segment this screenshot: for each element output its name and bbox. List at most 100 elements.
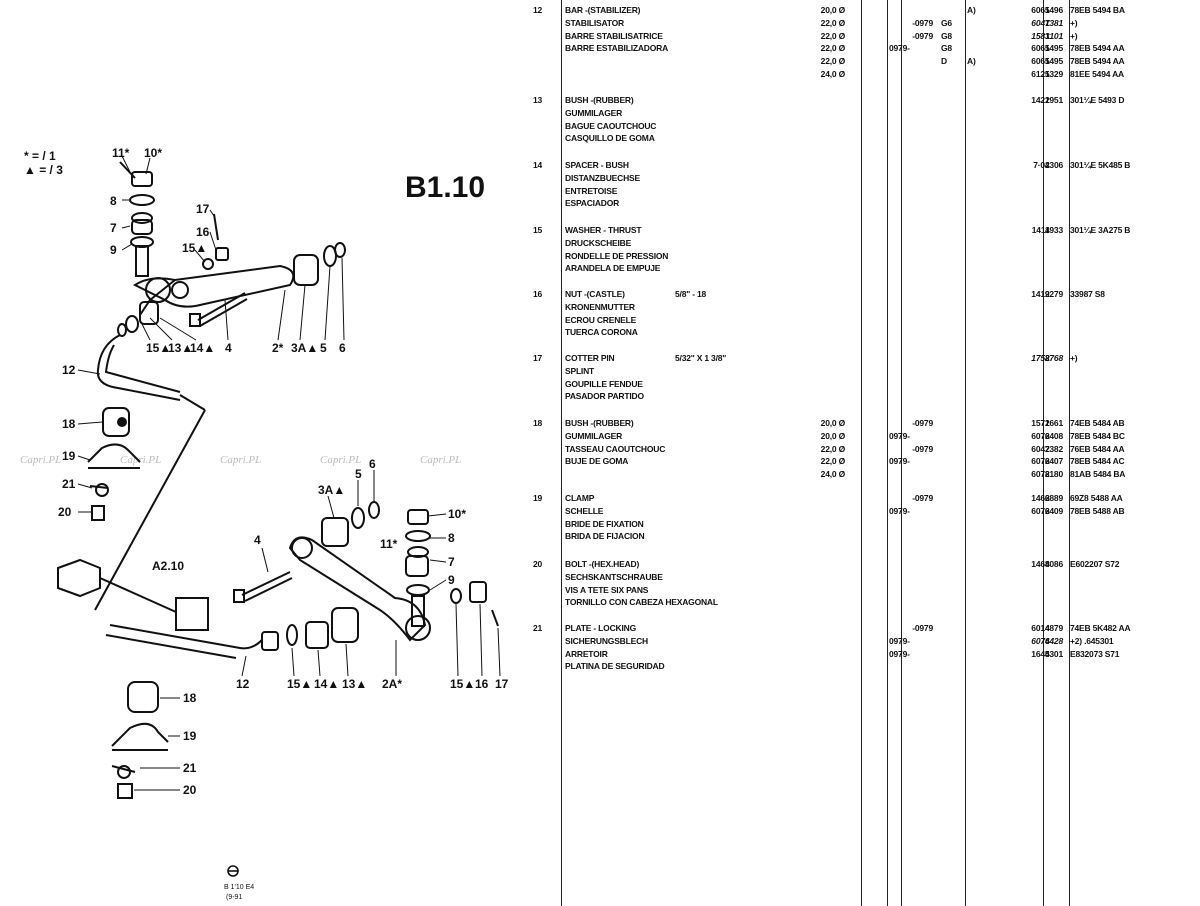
callout-21: 21 (62, 477, 76, 491)
date-range-from-column (889, 94, 939, 107)
finis-number-column: 7·04306 (985, 159, 1063, 172)
finis-number: 1411933 (1031, 225, 1063, 235)
note-flag-column (967, 159, 983, 172)
description-line: NUT -(CASTLE) (565, 289, 625, 299)
quantity-column: 4 (1045, 224, 1055, 237)
part-size: 5/32" X 1 3/8" (675, 353, 727, 363)
description-line: WASHER - THRUST (565, 225, 642, 235)
engineering-number: 301¼E 5493 D (1070, 95, 1125, 105)
quantity-column: 2 (1045, 352, 1055, 365)
callout-13: 13▲ (168, 341, 193, 355)
date-range-from-column (889, 159, 939, 172)
part-number: 18 (533, 418, 543, 428)
exploded-view-diagram: Capri.PL Capri.PL Capri.PL Capri.PL Capr… (20, 146, 509, 901)
callout-20: 20 (183, 783, 197, 797)
description-line: BRIDA DE FIJACION (565, 531, 645, 542)
diameter (775, 622, 845, 635)
description-line: SECHSKANTSCHRAUBE (565, 571, 663, 582)
description-line: BARRE ESTABILIZADORA (565, 43, 669, 54)
diameter (775, 492, 845, 505)
part-number: 16 (533, 289, 543, 299)
quantity: 2 (1045, 469, 1050, 480)
date-range-to-column: -0979-0979 (887, 417, 933, 481)
callout-10: 10* (448, 507, 466, 521)
lower-bracket-group (111, 681, 169, 799)
engineering-number: 74EB 5K482 AA (1070, 623, 1131, 633)
quantity: 1 (1045, 56, 1050, 67)
quantity: 2 (1045, 418, 1050, 428)
description-line: TUERCA CORONA (565, 327, 638, 338)
engineering-number-column: E602207 S72 (1070, 558, 1160, 571)
finis-number: 1419279 (1031, 289, 1063, 299)
upper-assembly (94, 161, 346, 611)
engineering-number: 74EB 5484 AB (1070, 418, 1125, 428)
variant-code (941, 505, 955, 518)
engineering-number: E832073 S71 (1070, 648, 1120, 659)
callout-8: 8 (448, 531, 455, 545)
quantity: 2 (1045, 493, 1050, 503)
watermark: Capri.PL (420, 454, 461, 466)
note-flag (967, 42, 983, 55)
engineering-number: 78EB 5488 AB (1070, 505, 1125, 516)
variant-code (941, 492, 955, 505)
part-number: 20 (533, 559, 543, 569)
callout-11: 11* (112, 146, 130, 160)
note-flag-column (967, 352, 983, 365)
note-flag (967, 492, 983, 505)
callout-10: 10* (144, 146, 162, 160)
description-line: KRONENMUTTER (565, 301, 635, 312)
variant-code (941, 68, 955, 81)
callout-6: 6 (369, 457, 376, 471)
variant-code: G6 (941, 17, 952, 28)
callout-12: 12 (236, 677, 250, 691)
date-range-from (889, 558, 939, 571)
date-range-from (889, 443, 939, 456)
diameter-column (775, 622, 845, 660)
diameter: 20,0 Ø (820, 5, 846, 15)
legend-triangle: ▲ = / 3 (24, 163, 63, 177)
engineering-number-column: 69Z8 5488 AA 78EB 5488 AB (1070, 492, 1160, 518)
date-range-from-column (889, 224, 939, 237)
diameter-column (775, 492, 845, 518)
diameter: 22,0 Ø (820, 443, 846, 454)
quantity: 2 (1045, 95, 1050, 105)
date-range-from (889, 622, 939, 635)
variant-code (941, 224, 955, 237)
quantity: 2 (1045, 456, 1050, 467)
watermark-strip: Capri.PL Capri.PL Capri.PL Capri.PL Capr… (20, 454, 461, 466)
finis-number: 6076408 (1031, 430, 1063, 441)
date-range-from-column (889, 288, 939, 301)
note-flag-column (967, 622, 983, 660)
quantity: 2 (1045, 443, 1050, 454)
callout-12: 12 (62, 363, 76, 377)
quantity-column: 2 (1045, 288, 1055, 301)
note-flag (967, 455, 983, 468)
note-flag-column (967, 288, 983, 301)
date-range-from (889, 159, 939, 172)
callout-5: 5 (320, 341, 327, 355)
date-range-from (889, 30, 939, 43)
callout-16: 16 (475, 677, 489, 691)
diameter: 24,0 Ø (820, 68, 846, 79)
diameter (775, 94, 845, 107)
engineering-number: 78EB 5484 AC (1070, 456, 1125, 467)
quantity: 2 (1045, 289, 1050, 299)
description-line: SPLINT (565, 365, 595, 376)
diameter (775, 558, 845, 571)
variant-code (941, 468, 955, 481)
engineering-number: 69Z8 5488 AA (1070, 493, 1123, 503)
date-range-from (889, 224, 939, 237)
callout-8: 8 (110, 194, 117, 208)
finis-number: 6047381 (1031, 17, 1063, 28)
quantity: 1 (1045, 30, 1050, 41)
note-flag (967, 94, 983, 107)
callout-15: 15▲ (450, 677, 475, 691)
